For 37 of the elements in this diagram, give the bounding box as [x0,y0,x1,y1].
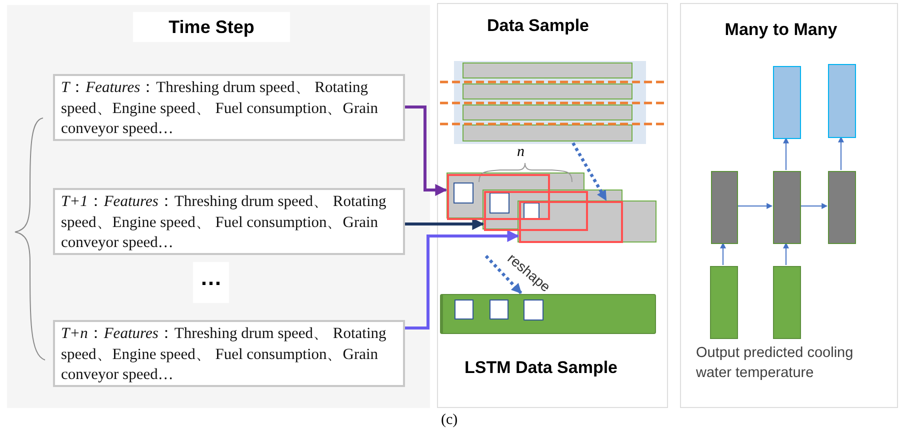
arrow [736,203,773,209]
lstm-cell [773,171,801,244]
panel [7,5,430,408]
panel-heading: Many to Many [724,20,838,41]
arrow [783,242,789,266]
panel-heading: Time Step [133,12,290,42]
lstm-cell [711,171,738,244]
input-cell [773,266,801,339]
feature-text: T：Features：Threshing drum speed、 Rotating speed、Engine speed、 Fuel consumption、Grain conveyor speed… [61,78,380,139]
output-caption: Output predicted cooling water temperature [696,344,854,383]
panel [680,3,898,408]
output-cell [828,64,856,138]
feature-box [53,320,405,387]
lstm-cell [828,171,856,244]
arrow [800,203,828,209]
arrow [838,136,844,170]
feature-box [53,188,405,255]
arrow [405,106,448,196]
panel-heading: Data Sample [486,16,590,37]
feature-text: T+1：Features：Threshing drum speed、 Rotating speed、Engine speed、 Fuel consumption、Grain conveyor speed… [61,192,388,253]
arrow [720,242,726,266]
arrow [783,137,789,170]
window-frame [519,201,623,243]
window-frame [447,174,550,220]
arrow [405,230,520,330]
output-cell [773,66,801,139]
ellipsis-text: … [199,266,223,292]
window-size-label: n [517,144,526,162]
arrow [405,218,484,230]
arrow [484,254,522,294]
feature-box [53,74,405,141]
feature-text: T+n：Features：Threshing drum speed、 Rotating speed、Engine speed、 Fuel consumption、Grain conveyor speed… [61,324,388,385]
figure-caption: (c) [441,412,459,430]
panel-heading: LSTM Data Sample [463,358,619,379]
input-cell [710,266,738,339]
window-frame [484,191,588,231]
arrow [572,142,608,201]
